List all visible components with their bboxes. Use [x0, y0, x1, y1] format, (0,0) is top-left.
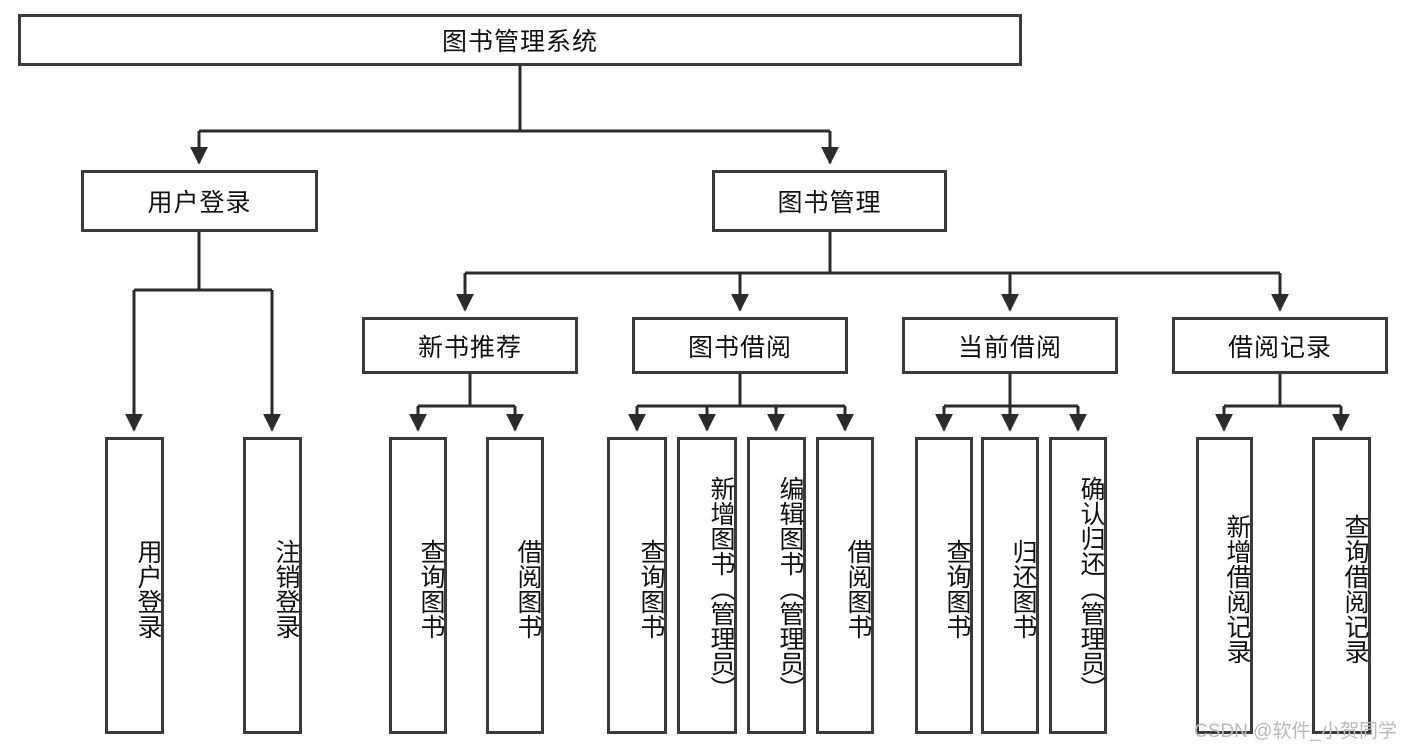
leaf-user-login-label: 用户登录 — [134, 538, 162, 639]
leaf-confirm-return-admin[interactable]: 确认归还（管理员） — [1049, 437, 1107, 734]
node-book-borrowing[interactable]: 图书借阅 — [632, 317, 848, 374]
node-borrowing-records-label: 借阅记录 — [1227, 333, 1332, 362]
node-current-borrowing[interactable]: 当前借阅 — [902, 317, 1118, 374]
leaf-query-books-borrow[interactable]: 查询图书 — [607, 437, 667, 734]
leaf-query-borrow-record-label: 查询借阅记录 — [1341, 513, 1369, 664]
node-user-login[interactable]: 用户登录 — [81, 170, 318, 232]
leaf-logout[interactable]: 注销登录 — [243, 437, 302, 734]
leaf-return-books[interactable]: 归还图书 — [981, 437, 1039, 734]
leaf-add-book-admin-label: 新增图书（管理员） — [707, 476, 735, 701]
leaf-logout-label: 注销登录 — [272, 538, 300, 639]
leaf-query-books-current-label: 查询图书 — [943, 538, 971, 639]
leaf-query-books-new[interactable]: 查询图书 — [389, 437, 447, 734]
node-user-login-label: 用户登录 — [147, 189, 252, 217]
leaf-edit-book-admin-label: 编辑图书（管理员） — [776, 476, 804, 701]
leaf-query-books-new-label: 查询图书 — [417, 538, 445, 639]
node-book-management[interactable]: 图书管理 — [712, 170, 947, 232]
leaf-borrow-books[interactable]: 借阅图书 — [816, 437, 874, 734]
leaf-confirm-return-admin-label: 确认归还（管理员） — [1077, 476, 1105, 701]
leaf-borrow-books-new[interactable]: 借阅图书 — [486, 437, 544, 734]
node-root[interactable]: 图书管理系统 — [18, 14, 1022, 66]
leaf-add-borrow-record-label: 新增借阅记录 — [1223, 513, 1251, 664]
leaf-add-book-admin[interactable]: 新增图书（管理员） — [677, 437, 737, 734]
leaf-borrow-books-new-label: 借阅图书 — [514, 538, 542, 639]
leaf-borrow-books-label: 借阅图书 — [844, 538, 872, 639]
leaf-query-books-borrow-label: 查询图书 — [637, 538, 665, 639]
node-root-label: 图书管理系统 — [441, 28, 598, 56]
node-new-book-recommendation-label: 新书推荐 — [417, 333, 522, 362]
leaf-edit-book-admin[interactable]: 编辑图书（管理员） — [747, 437, 806, 734]
node-current-borrowing-label: 当前借阅 — [957, 333, 1062, 362]
watermark-text: CSDN @软件_小贺同学 — [1194, 721, 1397, 742]
leaf-query-borrow-record[interactable]: 查询借阅记录 — [1312, 437, 1371, 734]
node-new-book-recommendation[interactable]: 新书推荐 — [362, 317, 578, 374]
leaf-add-borrow-record[interactable]: 新增借阅记录 — [1196, 437, 1253, 734]
leaf-user-login[interactable]: 用户登录 — [105, 437, 164, 734]
leaf-return-books-label: 归还图书 — [1009, 538, 1037, 639]
node-book-management-label: 图书管理 — [777, 189, 882, 217]
node-borrowing-records[interactable]: 借阅记录 — [1172, 317, 1388, 374]
leaf-query-books-current[interactable]: 查询图书 — [915, 437, 973, 734]
node-book-borrowing-label: 图书借阅 — [687, 333, 792, 362]
